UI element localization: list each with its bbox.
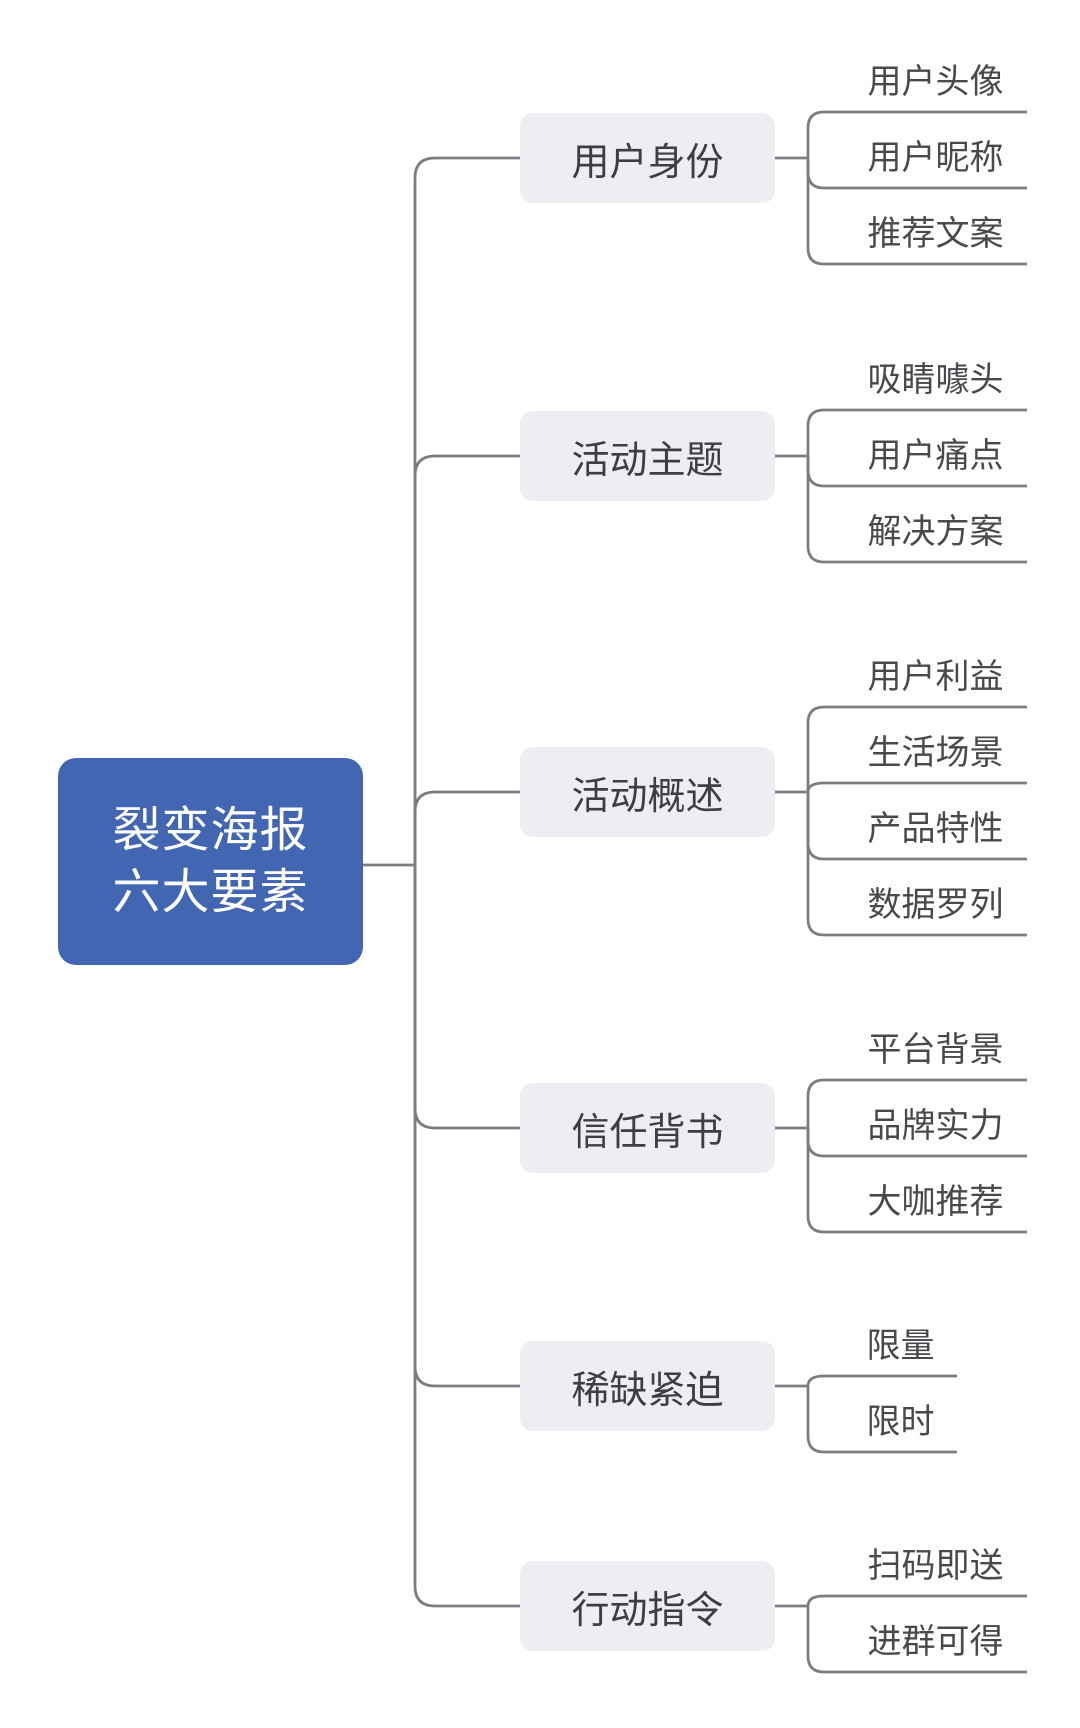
branch-topic-scarcity-urgency: 稀缺紧迫 [520, 1341, 775, 1431]
leaf-topic-kol-recommend: 大咖推荐 [867, 1183, 1004, 1221]
leaf-topic-limited-time: 限时 [866, 1403, 935, 1441]
trunk-to-branch-6 [413, 865, 520, 1608]
trunk-to-branch-3 [413, 790, 520, 865]
trunk-to-branch-5 [413, 865, 520, 1388]
leaf-topic-scan-code-gift: 扫码即送 [867, 1547, 1004, 1585]
root-topic-line-2: 六大要素 [112, 865, 309, 919]
leaf-topic-user-nickname: 用户昵称 [867, 139, 1004, 177]
leaf-topic-limited-quantity: 限量 [866, 1327, 935, 1365]
branch-5-leaf-connectors [775, 1374, 957, 1454]
leaf-topic-user-pain-point: 用户痛点 [867, 437, 1004, 475]
branch-3-leaf-connectors [775, 705, 1027, 937]
branch-6-leaf-connectors [775, 1594, 1027, 1674]
trunk-to-branch-1 [413, 156, 520, 865]
leaf-topic-data-listing: 数据罗列 [867, 886, 1004, 924]
leaf-topic-join-group-get: 进群可得 [867, 1623, 1004, 1661]
trunk-to-branch-2 [413, 454, 520, 865]
branch-1-leaf-connectors [775, 110, 1027, 266]
leaf-topic-user-avatar: 用户头像 [867, 63, 1004, 101]
branch-topic-event-overview: 活动概述 [520, 747, 775, 837]
leaf-topic-user-benefit: 用户利益 [867, 658, 1004, 696]
branch-topic-event-theme: 活动主题 [520, 411, 775, 501]
root-topic: 裂变海报 六大要素 [58, 758, 363, 965]
trunk-connectors [363, 156, 520, 1608]
leaf-topic-recommend-copy: 推荐文案 [867, 215, 1004, 253]
leaf-topic-eye-catching-hook: 吸睛噱头 [867, 361, 1004, 399]
leaf-topic-solution: 解决方案 [867, 513, 1004, 551]
branch-topic-user-identity: 用户身份 [520, 113, 775, 203]
leaf-topic-brand-strength: 品牌实力 [867, 1107, 1004, 1145]
leaf-topic-product-feature: 产品特性 [867, 810, 1004, 848]
branch-topic-trust-endorse: 信任背书 [520, 1083, 775, 1173]
leaf-topic-life-scenario: 生活场景 [867, 734, 1004, 772]
root-topic-line-1: 裂变海报 [112, 803, 309, 857]
branch-topic-call-to-action: 行动指令 [520, 1561, 775, 1651]
branch-4-leaf-connectors [775, 1078, 1027, 1234]
leaf-topic-platform-background: 平台背景 [867, 1031, 1004, 1069]
trunk-to-branch-4 [413, 865, 520, 1130]
branch-2-leaf-connectors [775, 408, 1027, 564]
